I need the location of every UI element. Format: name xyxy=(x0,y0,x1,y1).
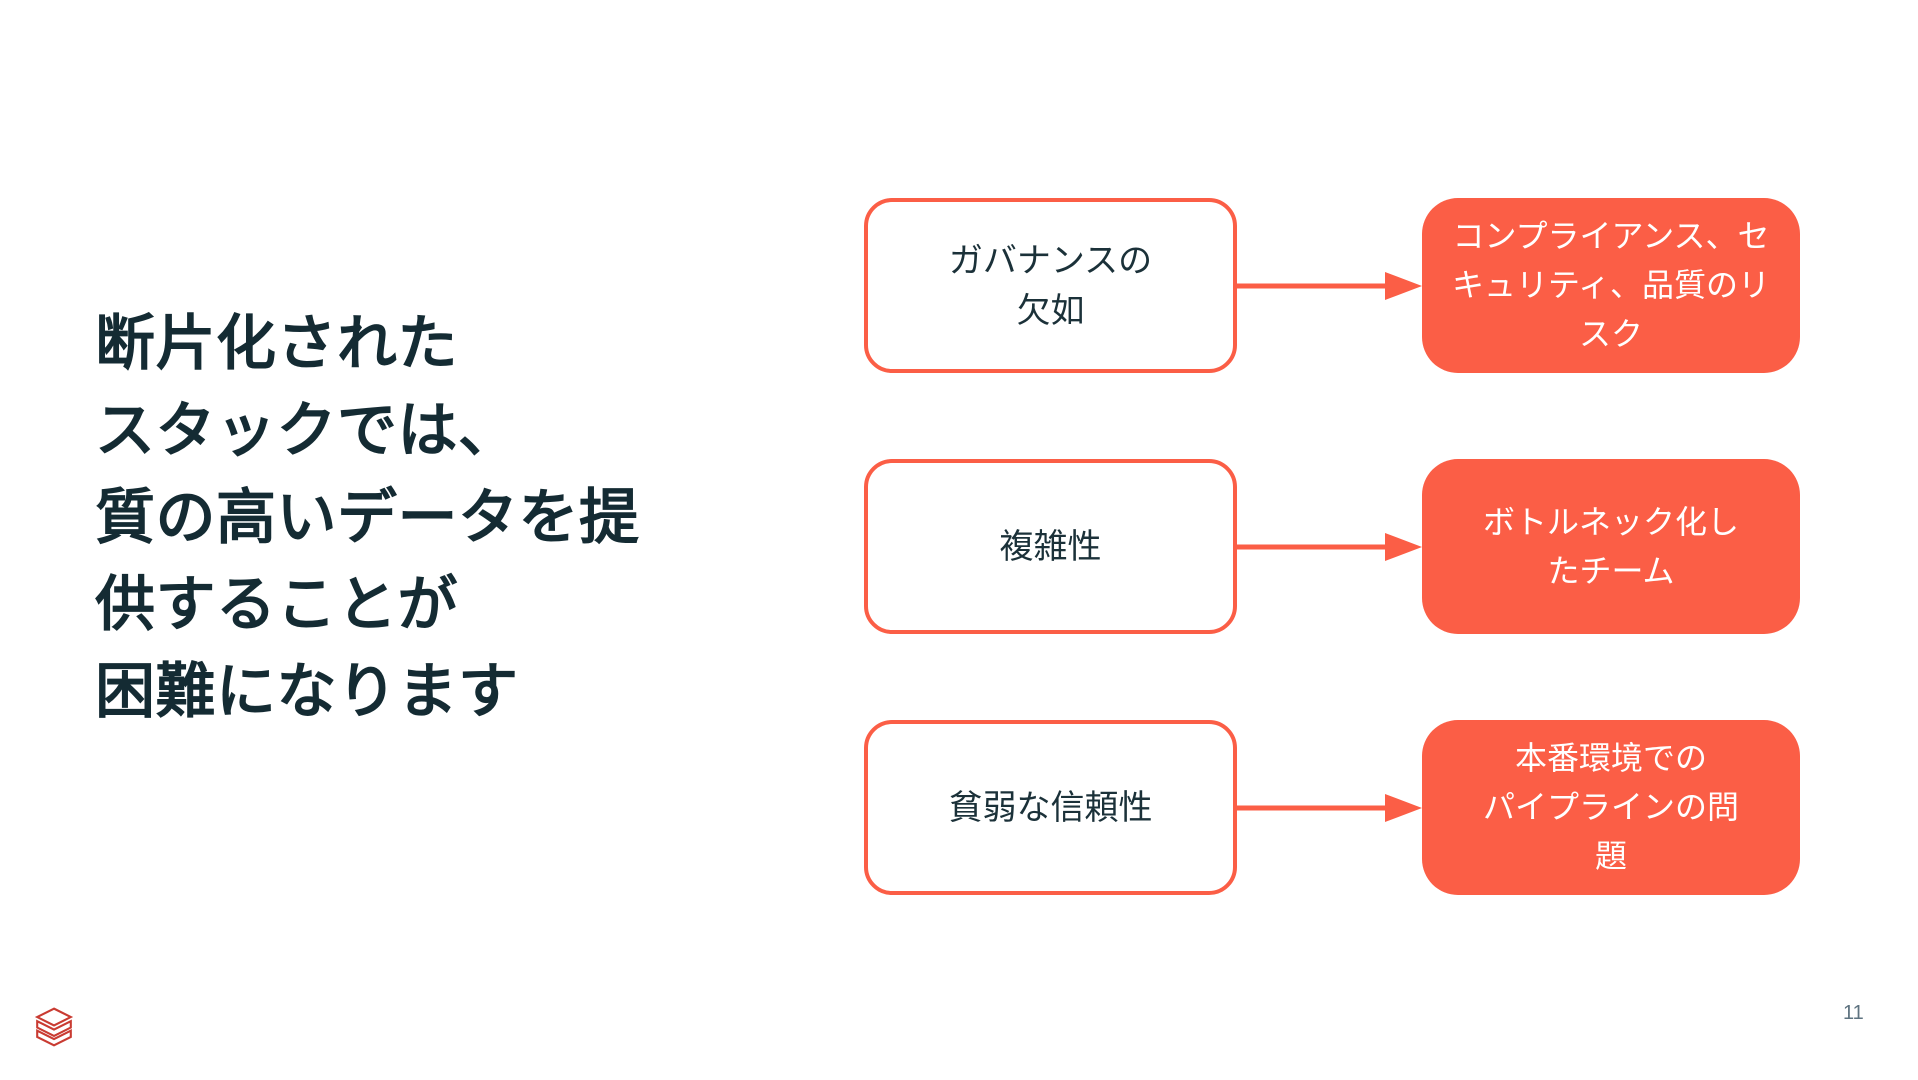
flow-row-complexity: 複雑性 ボトルネック化し たチーム xyxy=(864,459,1800,634)
cause-box-complexity: 複雑性 xyxy=(864,459,1237,634)
effect-box-pipeline-problems: 本番環境での パイプラインの問 題 xyxy=(1422,720,1800,895)
arrow-right-icon xyxy=(1237,532,1422,561)
flow-row-reliability: 貧弱な信頼性 本番環境での パイプラインの問 題 xyxy=(864,720,1800,895)
page-number: 11 xyxy=(1843,1002,1864,1024)
cause-box-poor-reliability: 貧弱な信頼性 xyxy=(864,720,1237,895)
databricks-logo-icon xyxy=(34,1007,74,1047)
slide-title: 断片化された スタックでは、 質の高いデータを提 供することが 困難になります xyxy=(95,310,640,725)
effect-box-compliance-risk: コンプライアンス、セ キュリティ、品質のリ スク xyxy=(1422,198,1800,373)
effect-box-bottlenecked-teams: ボトルネック化し たチーム xyxy=(1422,459,1800,634)
flow-row-governance: ガバナンスの 欠如 コンプライアンス、セ キュリティ、品質のリ スク xyxy=(864,198,1800,373)
arrow-right-icon xyxy=(1237,271,1422,300)
cause-effect-diagram: ガバナンスの 欠如 コンプライアンス、セ キュリティ、品質のリ スク 複雑性 ボ… xyxy=(864,198,1800,895)
arrow-right-icon xyxy=(1237,793,1422,822)
cause-box-governance: ガバナンスの 欠如 xyxy=(864,198,1237,373)
